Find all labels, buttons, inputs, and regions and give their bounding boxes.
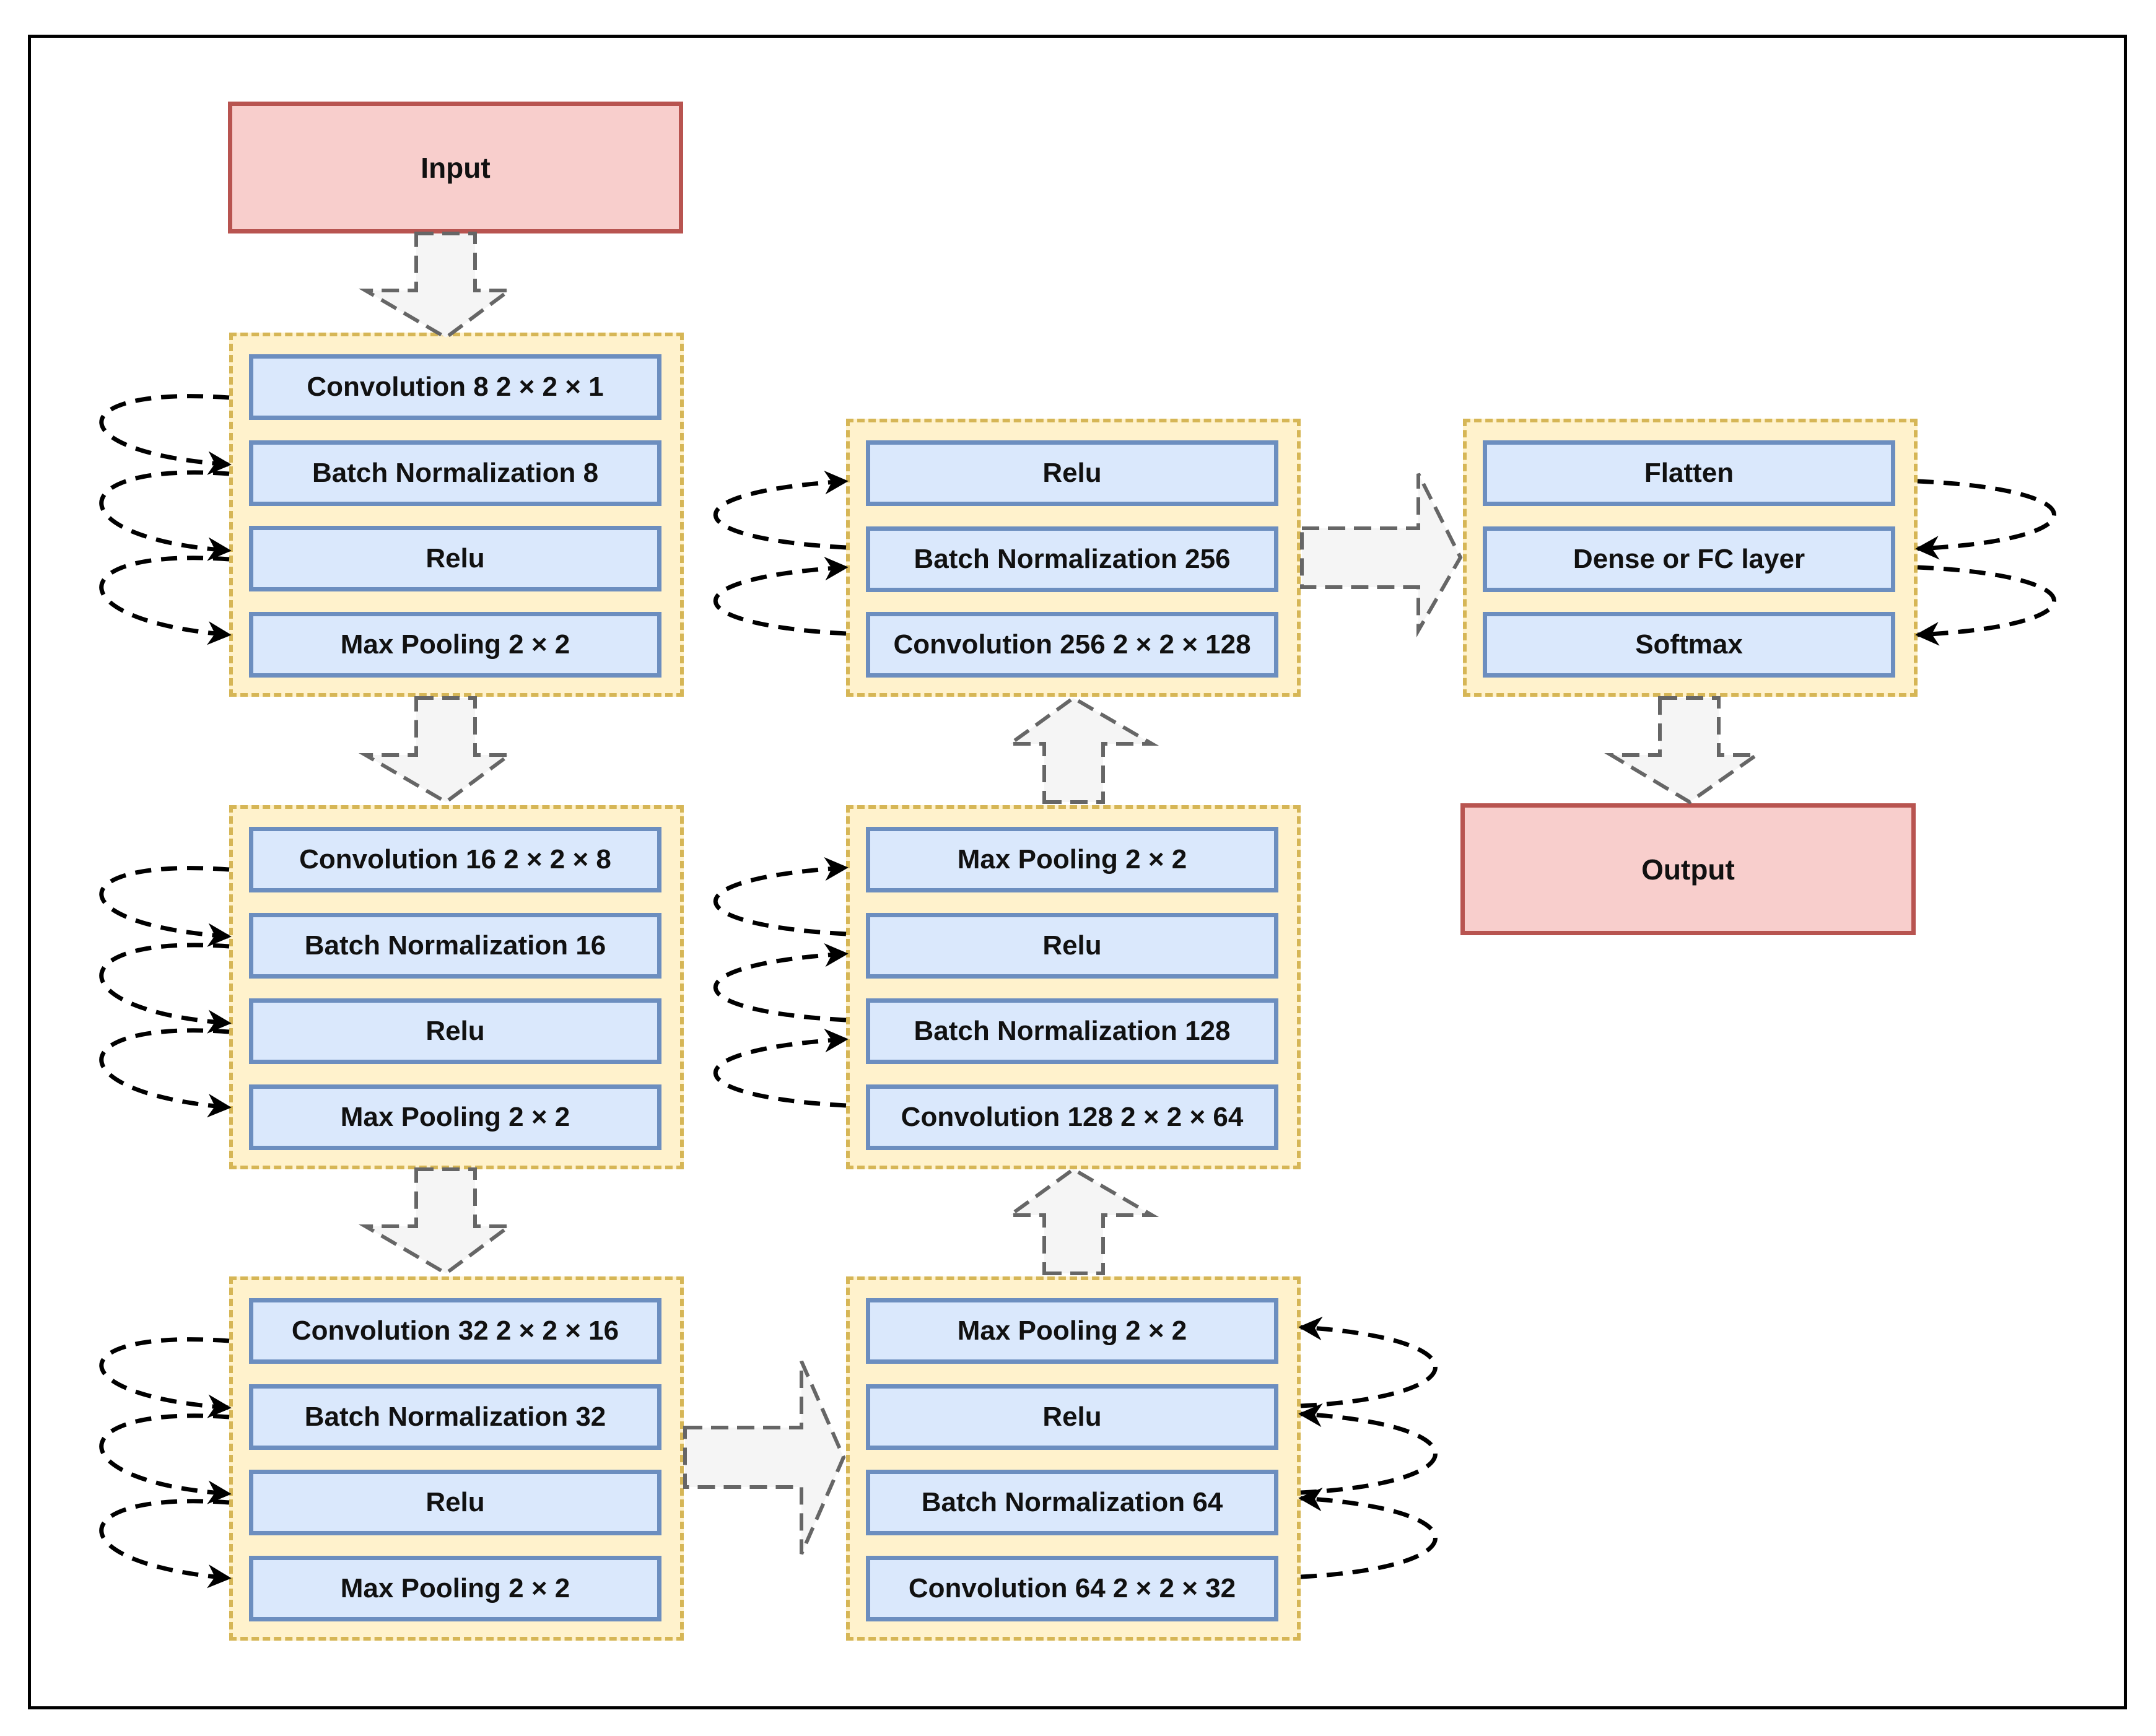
- flow-arrow-down: [358, 696, 515, 805]
- layer-relu: Relu: [249, 1470, 661, 1535]
- loop-arrow: [713, 1028, 849, 1108]
- layer-relu: Relu: [249, 526, 661, 591]
- layer-batch-normalization-32: Batch Normalization 32: [249, 1384, 661, 1450]
- flow-arrow-down: [1604, 696, 1763, 805]
- layer-batch-normalization-64: Batch Normalization 64: [866, 1470, 1278, 1535]
- layer-batch-normalization-16: Batch Normalization 16: [249, 913, 661, 979]
- layer-convolution-128: Convolution 128 2 × 2 × 64: [866, 1084, 1278, 1150]
- loop-arrow: [713, 470, 849, 550]
- flow-arrow-up: [1004, 696, 1159, 804]
- conv-block-5: Max Pooling 2 × 2 Relu Batch Normalizati…: [846, 805, 1301, 1169]
- diagram-frame: [28, 35, 2127, 1709]
- layer-relu: Relu: [866, 440, 1278, 506]
- loop-arrow: [99, 1413, 232, 1504]
- loop-arrow: [1915, 565, 2056, 646]
- layer-convolution-32: Convolution 32 2 × 2 × 16: [249, 1298, 661, 1364]
- layer-dense: Dense or FC layer: [1483, 526, 1895, 592]
- conv-block-2: Convolution 16 2 × 2 × 8 Batch Normaliza…: [229, 805, 684, 1169]
- conv-block-6: Relu Batch Normalization 256 Convolution…: [846, 419, 1301, 697]
- layer-convolution-16: Convolution 16 2 × 2 × 8: [249, 827, 661, 892]
- layer-convolution-8: Convolution 8 2 × 2 × 1: [249, 354, 661, 420]
- loop-arrow: [1915, 479, 2056, 560]
- flow-arrow-down: [358, 1167, 515, 1276]
- output-node: Output: [1460, 803, 1916, 935]
- layer-max-pooling: Max Pooling 2 × 2: [866, 827, 1278, 892]
- layer-relu: Relu: [866, 913, 1278, 979]
- loop-arrow: [99, 1337, 232, 1418]
- layer-flatten: Flatten: [1483, 440, 1895, 506]
- loop-arrow: [99, 866, 232, 947]
- conv-block-3: Convolution 32 2 × 2 × 16 Batch Normaliz…: [229, 1276, 684, 1641]
- loop-arrow: [713, 556, 849, 636]
- layer-max-pooling: Max Pooling 2 × 2: [866, 1298, 1278, 1364]
- layer-relu: Relu: [866, 1384, 1278, 1450]
- flow-arrow-down: [358, 232, 515, 340]
- flow-arrow-right: [1300, 473, 1463, 638]
- layer-convolution-64: Convolution 64 2 × 2 × 32: [866, 1556, 1278, 1621]
- loop-arrow: [99, 943, 232, 1034]
- input-node: Input: [228, 102, 683, 233]
- layer-max-pooling: Max Pooling 2 × 2: [249, 1556, 661, 1621]
- layer-batch-normalization-8: Batch Normalization 8: [249, 440, 661, 506]
- loop-arrow: [99, 470, 232, 561]
- flow-arrow-up: [1004, 1167, 1159, 1275]
- layer-max-pooling: Max Pooling 2 × 2: [249, 1084, 661, 1150]
- conv-block-1: Convolution 8 2 × 2 × 1 Batch Normalizat…: [229, 333, 684, 697]
- layer-convolution-256: Convolution 256 2 × 2 × 128: [866, 612, 1278, 678]
- classifier-block: Flatten Dense or FC layer Softmax: [1463, 419, 1918, 697]
- loop-arrow: [1298, 1403, 1438, 1495]
- layer-batch-normalization-256: Batch Normalization 256: [866, 526, 1278, 592]
- loop-arrow: [1298, 1316, 1438, 1408]
- layer-softmax: Softmax: [1483, 612, 1895, 678]
- loop-arrow: [99, 1028, 232, 1118]
- loop-arrow: [99, 394, 232, 475]
- layer-batch-normalization-128: Batch Normalization 128: [866, 998, 1278, 1064]
- loop-arrow: [99, 556, 232, 645]
- layer-max-pooling: Max Pooling 2 × 2: [249, 612, 661, 678]
- loop-arrow: [1298, 1487, 1438, 1579]
- loop-arrow: [99, 1499, 232, 1589]
- layer-relu: Relu: [249, 998, 661, 1064]
- loop-arrow: [713, 943, 849, 1023]
- loop-arrow: [713, 857, 849, 936]
- conv-block-4: Max Pooling 2 × 2 Relu Batch Normalizati…: [846, 1276, 1301, 1641]
- flow-arrow-right: [683, 1360, 846, 1555]
